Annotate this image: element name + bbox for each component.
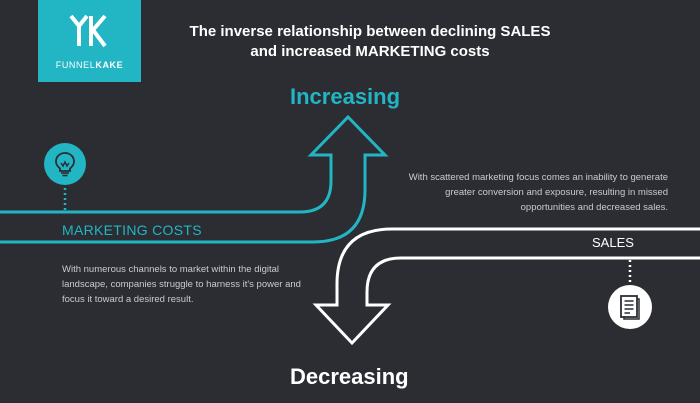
increasing-arrow (0, 114, 389, 244)
title-line-1: The inverse relationship between declini… (189, 23, 551, 40)
logo: FUNNELKAKE (38, 0, 141, 82)
page-title: The inverse relationship between declini… (150, 22, 590, 62)
increasing-label: Increasing (290, 84, 401, 109)
decreasing-label: Decreasing (290, 364, 409, 389)
logo-name-light: FUNNEL (55, 60, 96, 70)
marketing-costs-label: MARKETING COSTS (62, 222, 202, 238)
marketing-icon-badge (44, 143, 86, 185)
marketing-description: With numerous channels to market within … (62, 264, 301, 305)
title-line-2: and increased MARKETING costs (250, 43, 490, 60)
logo-text: FUNNELKAKE (38, 60, 141, 70)
document-icon (620, 295, 640, 320)
lightbulb-icon (55, 152, 75, 177)
sales-icon-badge (608, 285, 652, 329)
logo-name-bold: KAKE (95, 60, 124, 70)
logo-mark-icon (69, 14, 107, 48)
sales-description: With scattered marketing focus comes an … (408, 172, 668, 213)
decreasing-arrow (312, 227, 700, 346)
sales-label: SALES (592, 235, 634, 250)
